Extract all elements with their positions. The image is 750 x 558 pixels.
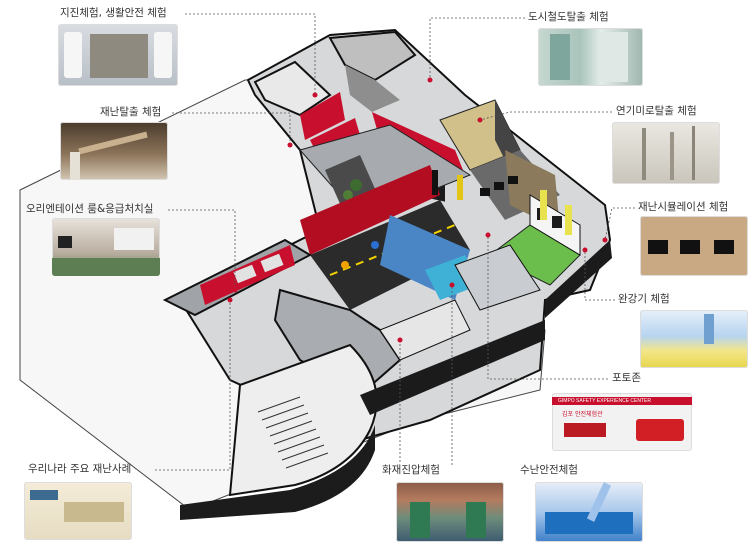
lower-black-wall	[360, 320, 545, 415]
black-yellow-post	[457, 175, 463, 200]
label-smoke-escape: 연기미로탈출 체험	[616, 105, 697, 117]
label-disaster-escape: 재난탈출 체험	[100, 106, 162, 118]
photo-zone-sign-header: GIMPO SAFETY EXPERIENCE CENTER	[558, 398, 651, 404]
leader-disaster-escape	[172, 112, 291, 145]
photo-disaster-escape	[60, 122, 168, 180]
leader-major-disasters	[155, 300, 231, 471]
exhibit-panel	[260, 253, 284, 273]
label-earthquake: 지진체험, 생활안전 체험	[60, 7, 167, 19]
photo-orientation	[52, 218, 160, 276]
yellow-pillar	[540, 190, 547, 220]
photo-zone-sign-name: 김포 안전체험관	[562, 411, 603, 418]
red-banner-wall	[300, 165, 440, 255]
earthquake-room	[253, 60, 332, 117]
leader-dots	[227, 77, 608, 343]
plant	[350, 179, 362, 191]
label-slow-descender: 완강기 체험	[618, 293, 670, 305]
round-tower-wall	[180, 425, 375, 520]
leader-photo-zone	[487, 235, 608, 380]
fire-evac-room	[379, 299, 471, 361]
photo-subway-escape	[538, 28, 643, 86]
photo-zone-room	[454, 244, 541, 311]
photo-slow-descender	[640, 310, 748, 368]
photo-simulation	[640, 216, 748, 276]
staircase	[257, 396, 329, 469]
leader-smoke	[479, 111, 612, 121]
photo-fire-evacuation	[396, 482, 504, 542]
label-fire-evacuation: 화재진압체험	[382, 464, 440, 476]
leader-lines	[155, 13, 635, 471]
label-major-disasters: 우리나라 주요 재난사례	[28, 463, 132, 475]
subway-room	[328, 30, 417, 82]
screen	[480, 188, 490, 196]
screen	[494, 182, 504, 190]
plant	[343, 190, 353, 200]
earthquake-room-red-wall	[300, 92, 345, 140]
photo-major-disasters	[24, 482, 132, 540]
round-tower	[228, 343, 378, 497]
road-line	[329, 224, 456, 276]
floor-plan	[19, 28, 612, 520]
traffic-sign	[371, 241, 379, 249]
subway-room-floor	[345, 65, 400, 112]
photo-photo-zone: GIMPO SAFETY EXPERIENCE CENTER 김포 안전체험관	[552, 393, 692, 451]
leader-earthquake	[185, 13, 316, 95]
slow-descender-window	[552, 216, 562, 228]
leader-subway	[429, 17, 525, 80]
traffic-sign	[341, 261, 349, 269]
exhibit-panel	[233, 264, 257, 284]
photo-earthquake	[58, 24, 178, 86]
label-orientation: 오리엔테이션 룸&응급처치실	[26, 203, 154, 215]
right-black-wall	[545, 240, 612, 318]
label-simulation: 재난시뮬레이션 체험	[638, 201, 729, 213]
leader-simulation	[604, 207, 635, 241]
screen	[508, 176, 518, 184]
photo-smoke-escape	[612, 122, 720, 184]
yellow-pillar	[565, 205, 572, 235]
black-yellow-post	[432, 170, 438, 195]
leader-orientation	[168, 209, 236, 290]
label-water-safety: 수난안전체험	[520, 464, 578, 476]
photo-water-safety	[535, 482, 643, 542]
leader-slow-descender	[584, 250, 615, 301]
label-photo-zone: 포토존	[612, 372, 641, 384]
label-subway-escape: 도시철도탈출 체험	[528, 11, 609, 23]
